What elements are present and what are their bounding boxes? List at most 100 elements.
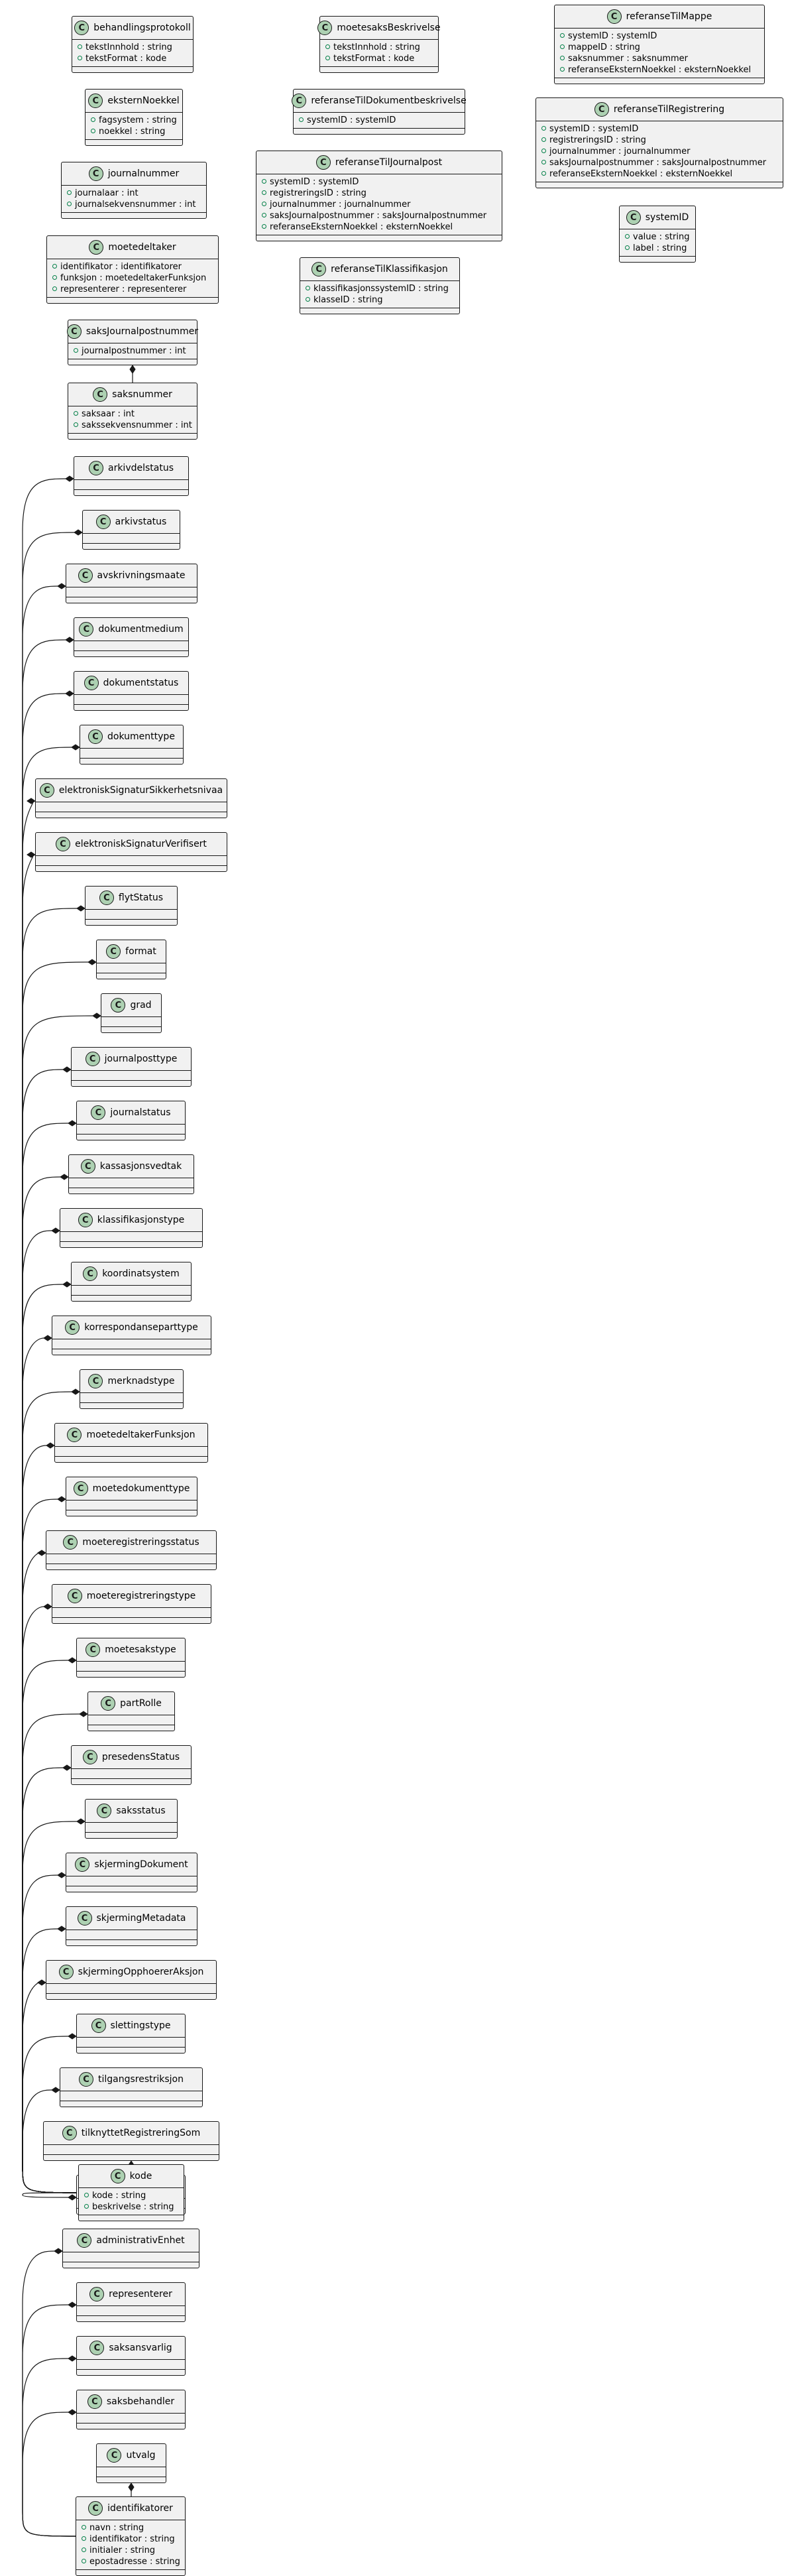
attribute-text: saksnummer : saksnummer — [568, 54, 689, 64]
attribute-text: navn : string — [89, 2523, 144, 2533]
class-attribute: epostadresse : string — [82, 2556, 180, 2567]
attribute-text: saksJournalpostnummer : saksJournalpostn… — [270, 211, 487, 221]
class-name: moetedeltakerFunksjon — [86, 1430, 196, 1440]
composition-diamond-icon — [57, 1872, 66, 1878]
attribute-text: label : string — [633, 243, 687, 253]
composition-diamond-icon — [76, 905, 85, 912]
public-visibility-icon — [560, 33, 565, 38]
class-icon: C — [79, 622, 94, 637]
public-visibility-icon — [325, 56, 330, 60]
class-methods — [69, 1188, 194, 1194]
class-methods — [46, 1564, 216, 1569]
class-icon: C — [626, 210, 641, 225]
composition-edge-variantformat — [22, 2192, 84, 2198]
class-attribute: saksJournalpostnummer : saksJournalpostn… — [541, 157, 777, 168]
class-icon: C — [66, 324, 82, 339]
class-methods — [66, 1886, 197, 1892]
class-name: klassifikasjonstype — [97, 1215, 185, 1225]
class-methods — [83, 544, 180, 549]
class-methods — [256, 235, 502, 241]
public-visibility-icon — [262, 224, 266, 229]
composition-diamond-icon — [57, 583, 66, 589]
class-name: referanseTilKlassifikasjon — [331, 264, 448, 275]
class-methods — [88, 1725, 174, 1731]
public-visibility-icon — [625, 234, 630, 239]
class-icon: C — [85, 1642, 101, 1657]
class-methods — [74, 705, 188, 710]
class-name: slettingstype — [110, 2020, 171, 2031]
class-name: moetesakstype — [105, 1644, 176, 1655]
class-methods — [52, 1618, 211, 1623]
public-visibility-icon — [74, 422, 78, 427]
class-name: moetedokumenttype — [92, 1483, 190, 1494]
class-attributes — [55, 1447, 207, 1457]
class-attribute: saksnummer : saksnummer — [560, 53, 759, 64]
class-attribute: systemID : systemID — [262, 176, 496, 188]
public-visibility-icon — [82, 2559, 86, 2563]
class-attribute: value : string — [625, 231, 690, 243]
composition-edge-representerer — [22, 2304, 82, 2537]
class-attributes — [44, 2145, 219, 2155]
class-attributes — [52, 1339, 211, 1349]
public-visibility-icon — [541, 160, 546, 164]
public-visibility-icon — [52, 264, 57, 269]
class-icon: C — [82, 1750, 97, 1764]
composition-diamond-icon — [62, 1281, 72, 1288]
class-attributes — [46, 1984, 216, 1994]
attribute-text: representerer : representerer — [60, 284, 187, 294]
class-icon: C — [97, 1804, 112, 1818]
class-name: tilgangsrestriksjon — [97, 2074, 184, 2085]
class-attribute: tekstFormat : kode — [78, 53, 188, 64]
class-name: dokumentstatus — [103, 678, 179, 688]
public-visibility-icon — [299, 117, 304, 122]
class-methods — [80, 1403, 183, 1408]
class-attribute: tekstInnhold : string — [78, 42, 188, 53]
class-attribute: registreringsID : string — [262, 188, 496, 199]
class-attributes — [72, 1071, 191, 1081]
class-icon: C — [67, 1428, 82, 1442]
public-visibility-icon — [262, 213, 266, 217]
class-name: dokumenttype — [107, 731, 175, 742]
public-visibility-icon — [325, 44, 330, 49]
class-icon: C — [77, 1911, 92, 1926]
class-icon: C — [77, 2233, 92, 2248]
class-icon: C — [88, 166, 103, 181]
class-attributes — [85, 910, 177, 920]
class-methods — [66, 1510, 197, 1516]
class-methods — [63, 2262, 199, 2268]
class-icon: C — [62, 2126, 77, 2140]
class-attribute: saksaar : int — [74, 408, 192, 420]
attribute-text: mappeID : string — [568, 42, 640, 52]
class-attribute: systemID : systemID — [299, 115, 459, 126]
composition-diamond-icon — [65, 475, 74, 482]
attribute-text: referanseEksternNoekkel : eksternNoekkel — [270, 222, 453, 232]
class-icon: C — [95, 515, 111, 529]
class-icon: C — [110, 2169, 125, 2183]
attribute-text: referanseEksternNoekkel : eksternNoekkel — [568, 65, 752, 75]
attribute-text: sakssekvensnummer : int — [82, 420, 192, 430]
class-name: systemID — [645, 212, 689, 223]
class-attributes — [66, 1501, 197, 1510]
